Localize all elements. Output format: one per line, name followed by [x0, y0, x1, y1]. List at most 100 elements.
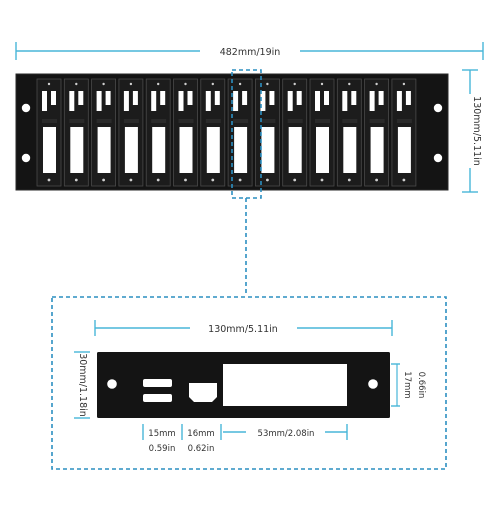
slot-small-cutout: [214, 91, 220, 105]
mounting-hole: [433, 103, 443, 113]
slot-divider: [287, 119, 303, 123]
slot-small-cutout: [405, 91, 411, 105]
slot-small-cutout: [178, 91, 184, 111]
slot-screw: [184, 178, 187, 182]
slot-small-cutout: [269, 91, 275, 105]
slot-screw: [47, 178, 51, 182]
slot-screw: [293, 178, 297, 182]
slot-screw: [74, 178, 78, 182]
slot-large-cutout: [124, 127, 138, 173]
slot-small-cutout: [351, 91, 357, 105]
slot-large-cutout: [43, 127, 56, 173]
slot-divider: [315, 119, 330, 123]
slot-large-cutout: [370, 127, 384, 173]
slot-large-cutout: [343, 127, 357, 173]
panel-slots: [36, 78, 417, 187]
slot-small-cutout: [287, 91, 293, 111]
slot-screw: [211, 178, 215, 182]
slot-screw: [102, 178, 105, 182]
mounting-hole: [433, 153, 443, 163]
slot-small-cutout: [296, 91, 302, 105]
detail-bottom-b-in: 0.62in: [188, 444, 215, 454]
slot-screw: [184, 82, 187, 86]
slot-small-cutout: [51, 91, 56, 105]
slot-divider: [369, 119, 385, 123]
slot-small-cutout: [187, 91, 193, 105]
detail-right-mm-label: 17mm: [402, 371, 412, 398]
slot-small-cutout: [396, 91, 402, 111]
slot-large-cutout: [179, 127, 193, 173]
slot-screw: [320, 178, 324, 182]
detail-bottom-dimensions: 15mm 0.59in 16mm 0.62in 53mm/2.08in: [142, 424, 348, 454]
slot-divider: [123, 119, 139, 123]
detail-height-label: 30mm/1.18in: [77, 353, 88, 417]
detail-bottom-b-mm: 16mm: [187, 429, 214, 439]
slot-small-cutout: [151, 91, 157, 111]
detail-hdmi-cutout: [189, 383, 217, 402]
slot-small-cutout: [369, 91, 375, 111]
slot-small-cutout: [242, 91, 248, 105]
slot-divider: [260, 119, 276, 123]
slot-large-cutout: [206, 127, 220, 173]
detail-large-cutout: [223, 364, 347, 406]
top-height-dimension: 130mm/5.11in: [462, 69, 482, 193]
detail-right-dimension: 17mm 0.66in: [391, 363, 426, 407]
detail-port-cutout-upper: [143, 379, 172, 387]
detail-callout-box: [51, 296, 447, 470]
slot-small-cutout: [123, 91, 129, 111]
top-height-label: 130mm/5.11in: [471, 96, 482, 166]
top-width-label: 482mm/19in: [220, 47, 281, 58]
slot-screw: [157, 82, 160, 86]
slot-screw: [266, 82, 269, 86]
slot-small-cutout: [378, 91, 384, 105]
detail-bottom-a-mm: 15mm: [148, 429, 175, 439]
slot-small-cutout: [315, 91, 320, 111]
detail-bottom-a-in: 0.59in: [149, 444, 176, 454]
slot-screw: [402, 178, 406, 182]
slot-large-cutout: [288, 127, 302, 173]
slot-screw: [320, 82, 324, 86]
detail-bottom-c: 53mm/2.08in: [258, 429, 315, 439]
slot-small-cutout: [324, 91, 329, 105]
slot-screw: [75, 82, 78, 86]
slot-screw: [47, 82, 51, 86]
detail-mounting-hole: [107, 379, 117, 389]
slot-screw: [375, 178, 378, 182]
slot-divider: [342, 119, 358, 123]
slot-screw: [348, 82, 351, 86]
detail-mounting-hole: [368, 379, 378, 389]
slot-small-cutout: [42, 91, 47, 111]
slot-small-cutout: [78, 91, 84, 105]
slot-small-cutout: [132, 91, 138, 105]
detail-width-dimension: 130mm/5.11in: [94, 320, 393, 336]
slot-small-cutout: [342, 91, 348, 111]
slot-large-cutout: [316, 127, 329, 173]
slot-screw: [156, 178, 160, 182]
slot-screw: [211, 82, 214, 86]
slot-screw: [266, 178, 269, 182]
slot-screw: [129, 178, 133, 182]
slot-divider: [151, 119, 167, 123]
slot-small-cutout: [96, 91, 102, 111]
detail-width-label: 130mm/5.11in: [208, 324, 278, 335]
slot-small-cutout: [233, 91, 239, 111]
slot-divider: [396, 119, 412, 123]
slot-large-cutout: [152, 127, 166, 173]
slot-divider: [69, 119, 85, 123]
slot-screw: [129, 82, 133, 86]
slot-divider: [96, 119, 112, 123]
mounting-hole: [21, 153, 31, 163]
slot-small-cutout: [69, 91, 75, 111]
slot-small-cutout: [105, 91, 111, 105]
slot-large-cutout: [97, 127, 111, 173]
slot-small-cutout: [260, 91, 266, 111]
slot-screw: [402, 82, 406, 86]
slot-divider: [178, 119, 194, 123]
slot-large-cutout: [234, 127, 248, 173]
slot-screw: [102, 82, 105, 86]
top-width-dimension: 482mm/19in: [15, 42, 484, 60]
detail-right-in-label: 0.66in: [416, 372, 426, 399]
slot-divider: [205, 119, 221, 123]
detail-plate: [97, 352, 390, 418]
